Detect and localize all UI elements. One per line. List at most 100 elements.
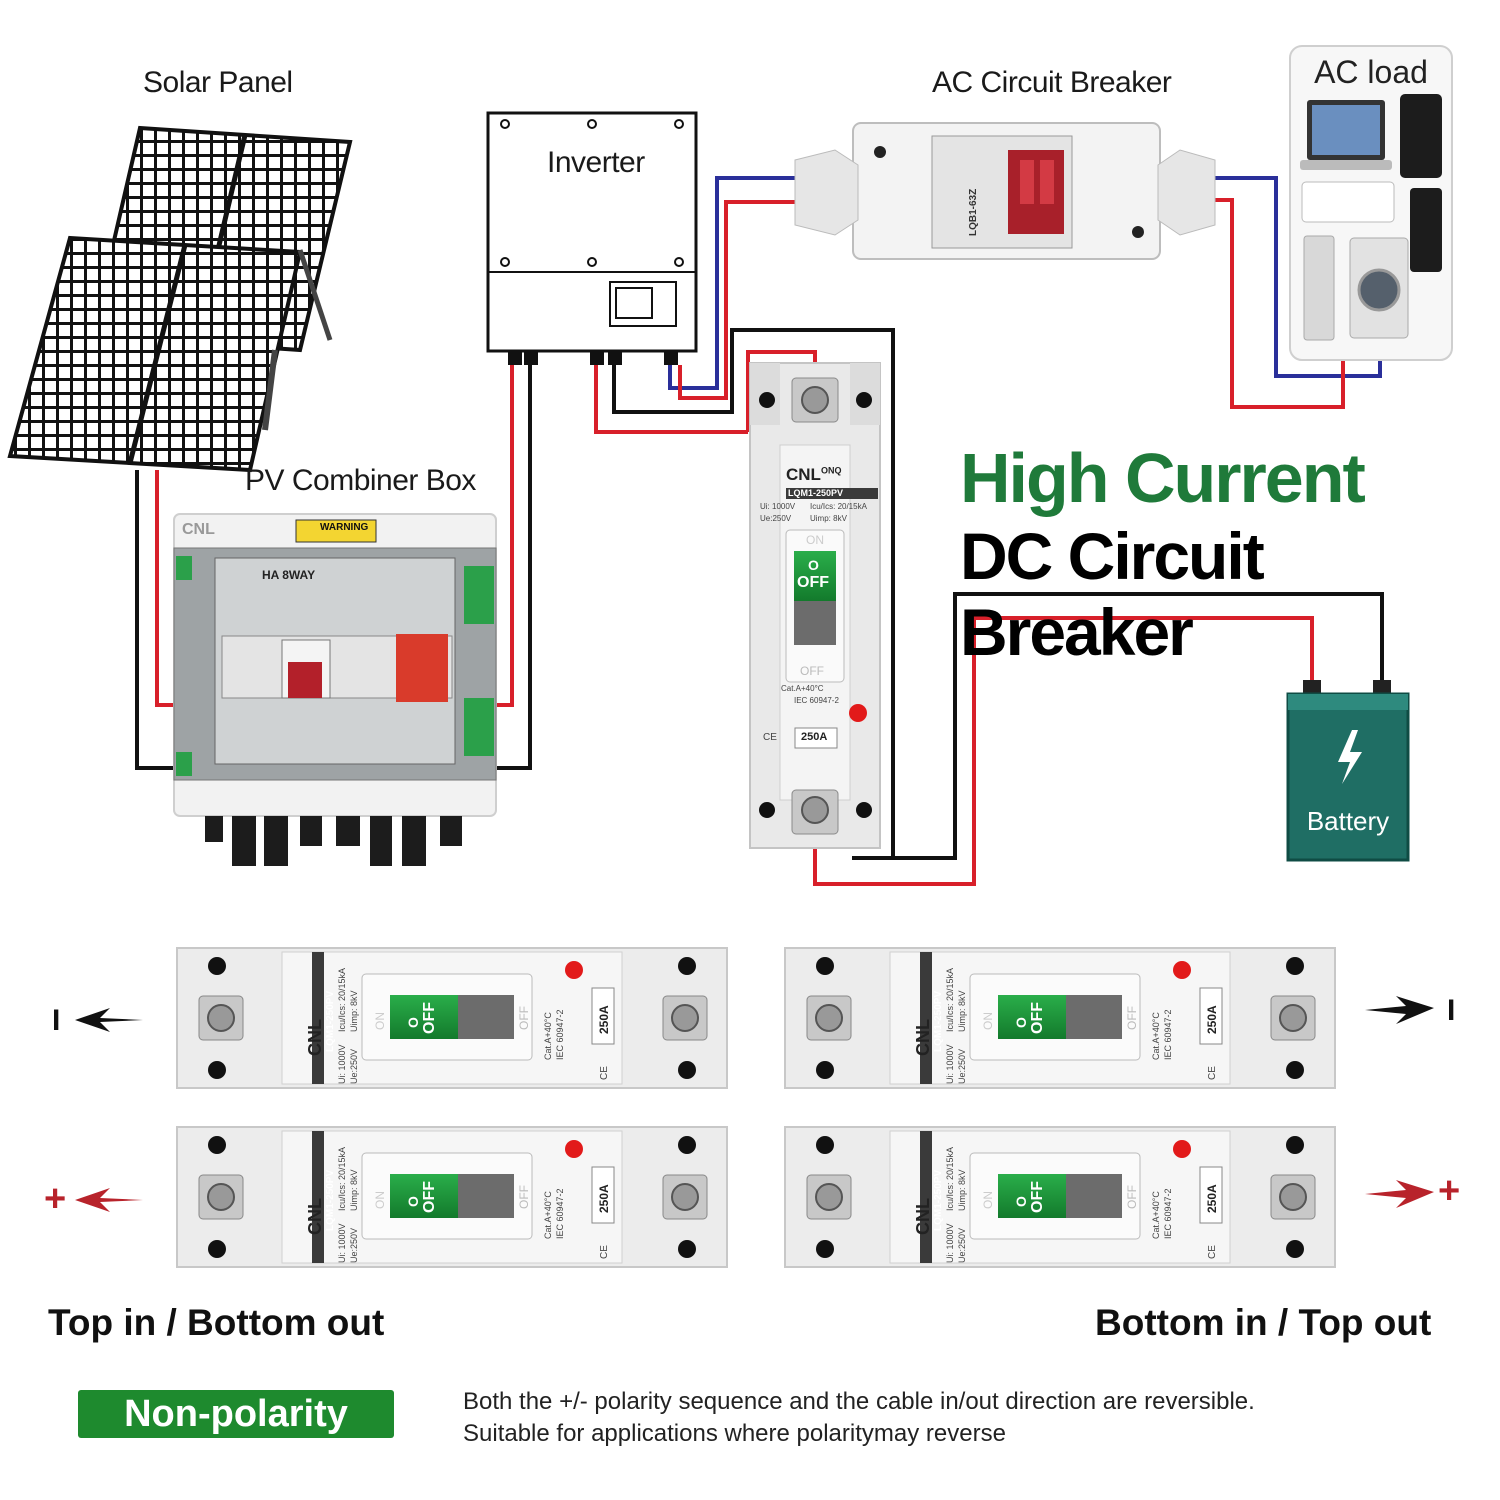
breaker-variant-top-left-rating: 250A [597, 1005, 611, 1034]
breaker-variant-bottom-right-uimp: Uimp: 8kV [957, 1169, 967, 1211]
inverter-label: Inverter [547, 146, 645, 179]
non-polarity-badge: Non-polarity [78, 1390, 394, 1438]
breaker-variant-bottom-right-ue: Ue:250V [957, 1227, 967, 1263]
breaker-variant-top-left-on: ON [373, 1012, 387, 1030]
ac-breaker-label: AC Circuit Breaker [932, 66, 1172, 99]
breaker-variant-top-left-off-bottom: OFF [517, 1006, 531, 1030]
pv-combiner-box [173, 513, 497, 866]
breaker-variant-bottom-left-cat: Cat.A+40°C [543, 1191, 553, 1239]
breaker-variant-top-left-ue: Ue:250V [349, 1048, 359, 1084]
breaker-variant-top-left-cat: Cat.A+40°C [543, 1012, 553, 1060]
breaker-variant-top-right [784, 947, 1336, 1089]
breaker-variant-top-left-model: LQM1-250PV [325, 990, 336, 1052]
breaker-variant-top-right-rating: 250A [1205, 1005, 1219, 1034]
wires [135, 176, 1384, 886]
battery-label: Battery [1306, 806, 1390, 836]
breaker-variant-top-right-model: LQM1-250PV [933, 990, 944, 1052]
breaker-variant-top-right-uimp: Uimp: 8kV [957, 990, 967, 1032]
breaker-variant-bottom-right-off: OFF [1029, 1181, 1046, 1213]
arrow-bottom-left-pos: + [44, 1178, 67, 1220]
main-breaker-rating: 250A [801, 731, 828, 743]
breaker-variant-bottom-right-o: O [1013, 1196, 1029, 1207]
breaker-variant-bottom-right-icu: Icu/Ics: 20/15kA [945, 1146, 955, 1211]
battery-unit [1286, 680, 1410, 862]
breaker-variant-top-right-off: OFF [1029, 1002, 1046, 1034]
breaker-variant-bottom-right-cat: Cat.A+40°C [1151, 1191, 1161, 1239]
breaker-variant-bottom-left-on: ON [373, 1191, 387, 1209]
main-breaker-uimp: Uimp: 8kV [810, 514, 847, 523]
breaker-variant-bottom-left-ue: Ue:250V [349, 1227, 359, 1263]
breaker-variant-bottom-right-on: ON [981, 1191, 995, 1209]
main-breaker-icu: Icu/Ics: 20/15kA [810, 502, 867, 511]
breaker-variant-bottom-left-brand: CNL [305, 1198, 325, 1235]
breaker-variant-top-right-brand: CNL [913, 1019, 933, 1056]
combiner-tag: HA 8WAY [262, 568, 316, 582]
main-breaker-cat: Cat.A+40°C [781, 684, 824, 693]
breaker-variant-top-left-brand: CNL [305, 1019, 325, 1056]
breaker-variant-top-left-icu: Icu/Ics: 20/15kA [337, 967, 347, 1032]
breaker-variant-top-left-off: OFF [421, 1002, 438, 1034]
main-breaker-iec: IEC 60947-2 [794, 696, 839, 705]
breaker-variant-top-right-on: ON [981, 1012, 995, 1030]
headline-dc-breaker: DC Circuit Breaker [960, 519, 1265, 669]
breaker-variant-bottom-left-icu: Icu/Ics: 20/15kA [337, 1146, 347, 1211]
combiner-warning-label: WARNING [320, 522, 369, 533]
arrow-bottom-right-pos: + [1438, 1170, 1461, 1212]
polarity-note-line1: Both the +/- polarity sequence and the c… [463, 1388, 1255, 1415]
breaker-variant-top-right-icu: Icu/Ics: 20/15kA [945, 967, 955, 1032]
main-breaker-ue: Ue:250V [760, 514, 792, 523]
main-breaker-off-bottom-label: OFF [800, 664, 824, 678]
breaker-variant-bottom-left-uimp: Uimp: 8kV [349, 1169, 359, 1211]
breaker-variant-bottom-right-brand: CNL [913, 1198, 933, 1235]
breaker-variant-bottom-right [784, 1126, 1336, 1268]
dc-breaker-main [749, 362, 881, 849]
breaker-variant-top-right-ce: CE [1207, 1066, 1218, 1080]
breaker-variants [176, 947, 1336, 1268]
combiner-brand: CNL [182, 521, 215, 538]
main-breaker-off-label: OFF [797, 574, 829, 591]
main-breaker-ui: Ui: 1000V [760, 502, 796, 511]
breaker-variant-bottom-right-off-bottom: OFF [1125, 1185, 1139, 1209]
solar-panel-label: Solar Panel [143, 66, 293, 99]
arrow-top-right-neg: I [1447, 994, 1456, 1027]
breaker-variant-top-right-ui: Ui: 1000V [945, 1044, 955, 1084]
breaker-variant-bottom-left-off: OFF [421, 1181, 438, 1213]
main-breaker-brand: CNLONQ [786, 465, 842, 484]
breaker-variant-bottom-left-model: LQM1-250PV [325, 1169, 336, 1231]
breaker-variant-bottom-left [176, 1126, 728, 1268]
breaker-variant-top-left-ui: Ui: 1000V [337, 1044, 347, 1084]
polarity-note: Both the +/- polarity sequence and the c… [463, 1386, 1255, 1450]
breaker-variant-top-left-iec: IEC 60947-2 [555, 1009, 565, 1060]
breaker-variant-top-right-o: O [1013, 1017, 1029, 1028]
main-breaker-ce: CE [763, 732, 777, 743]
arrow-top-left-neg: I [52, 1004, 61, 1037]
headline-high-current: High Current [960, 439, 1366, 517]
main-breaker-o-label: O [808, 557, 819, 573]
inverter-unit [486, 111, 698, 365]
direction-arrows [75, 996, 1434, 1212]
breaker-variant-bottom-left-off-bottom: OFF [517, 1185, 531, 1209]
ac-load-appliances [1289, 45, 1453, 361]
breaker-variant-top-right-cat: Cat.A+40°C [1151, 1012, 1161, 1060]
breaker-variant-top-left-ce: CE [599, 1066, 610, 1080]
breaker-variant-top-right-iec: IEC 60947-2 [1163, 1009, 1173, 1060]
breaker-variant-bottom-left-rating: 250A [597, 1184, 611, 1213]
breaker-variant-bottom-left-ce: CE [599, 1245, 610, 1259]
caption-top-in-bottom-out: Top in / Bottom out [48, 1302, 385, 1343]
main-breaker-model: LQM1-250PV [788, 488, 844, 498]
polarity-note-line2: Suitable for applications where polarity… [463, 1420, 1006, 1447]
breaker-variant-bottom-left-iec: IEC 60947-2 [555, 1188, 565, 1239]
breaker-variant-bottom-right-ce: CE [1207, 1245, 1218, 1259]
breaker-variant-bottom-right-rating: 250A [1205, 1184, 1219, 1213]
pv-combiner-label: PV Combiner Box [245, 464, 476, 497]
ac-load-label: AC load [1314, 54, 1428, 90]
breaker-variant-top-right-off-bottom: OFF [1125, 1006, 1139, 1030]
breaker-variant-top-left-o: O [405, 1017, 421, 1028]
solar-panel-array [7, 125, 353, 473]
ac-breaker-model: LQB1-63Z [968, 188, 979, 236]
main-breaker-on-label: ON [806, 533, 824, 547]
breaker-variant-bottom-right-model: LQM1-250PV [933, 1169, 944, 1231]
ac-breaker-device [794, 122, 1216, 260]
breaker-variant-bottom-left-ui: Ui: 1000V [337, 1223, 347, 1263]
